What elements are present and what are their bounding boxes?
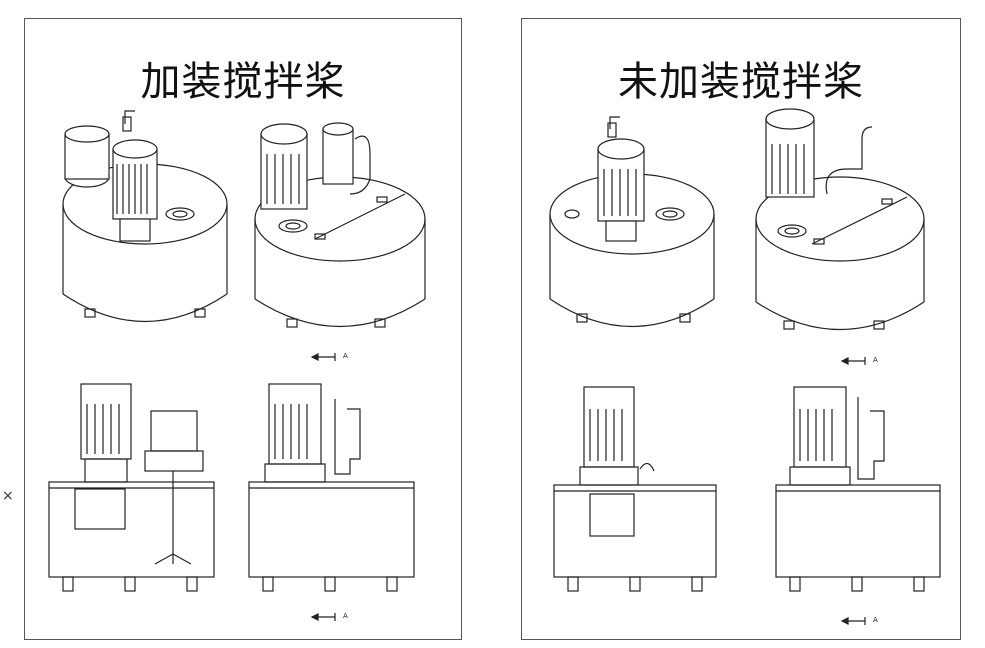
iso-tank-pump-only <box>549 116 715 328</box>
with-agitator-drawing: A <box>48 110 426 621</box>
iso-tank-rear-view <box>254 122 426 328</box>
stray-close-mark: × <box>2 488 14 504</box>
iso-tank-with-agitator <box>62 110 228 323</box>
section-label-lower: A <box>343 612 348 620</box>
side-elevation-pump-only <box>775 386 941 592</box>
front-elevation-with-agitator <box>48 383 215 592</box>
section-marker-lower-right: A <box>840 616 878 625</box>
panel-title-with-agitator: 加装搅拌桨 <box>140 59 346 105</box>
section-marker-lower: A <box>310 612 348 621</box>
front-elevation-pump-only <box>553 386 717 592</box>
side-elevation-with-agitator <box>248 383 415 592</box>
section-label-lower-right: A <box>873 616 878 624</box>
section-marker-upper-right: A <box>840 356 878 365</box>
panel-with-agitator: 加装搅拌桨 <box>24 18 462 640</box>
section-marker-upper: A <box>310 352 348 361</box>
panel-without-agitator: 未加装搅拌桨 <box>521 18 961 640</box>
section-label-upper: A <box>343 352 348 360</box>
section-label-upper-right: A <box>873 356 878 364</box>
iso-tank-pump-rear <box>755 108 925 331</box>
panel-title-without-agitator: 未加装搅拌桨 <box>618 59 864 105</box>
without-agitator-drawing: A <box>549 108 941 625</box>
